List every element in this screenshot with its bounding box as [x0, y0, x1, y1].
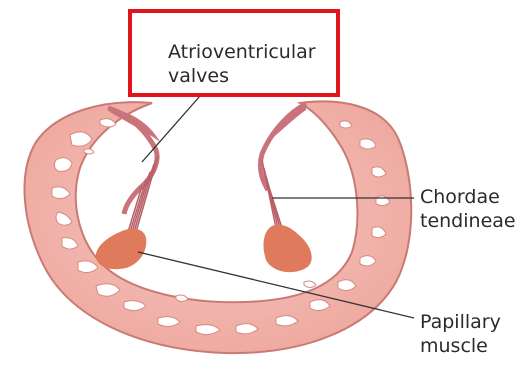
label-atrioventricular-valves: Atrioventricular valves	[168, 40, 316, 88]
av-valves-leader-line	[142, 96, 200, 162]
label-papillary-muscle: Papillary muscle	[420, 310, 501, 358]
label-chordae-line1: Chordae	[420, 185, 516, 209]
label-av-line2: valves	[168, 64, 316, 88]
label-papillary-line2: muscle	[420, 334, 501, 358]
label-chordae-tendineae: Chordae tendineae	[420, 185, 516, 233]
label-papillary-line1: Papillary	[420, 310, 501, 334]
label-av-line1: Atrioventricular	[168, 40, 316, 64]
label-chordae-line2: tendineae	[420, 209, 516, 233]
right-av-valve	[260, 104, 306, 190]
right-chordae-tendineae	[262, 160, 282, 228]
left-papillary-muscle	[96, 229, 146, 270]
right-papillary-muscle	[264, 225, 312, 272]
